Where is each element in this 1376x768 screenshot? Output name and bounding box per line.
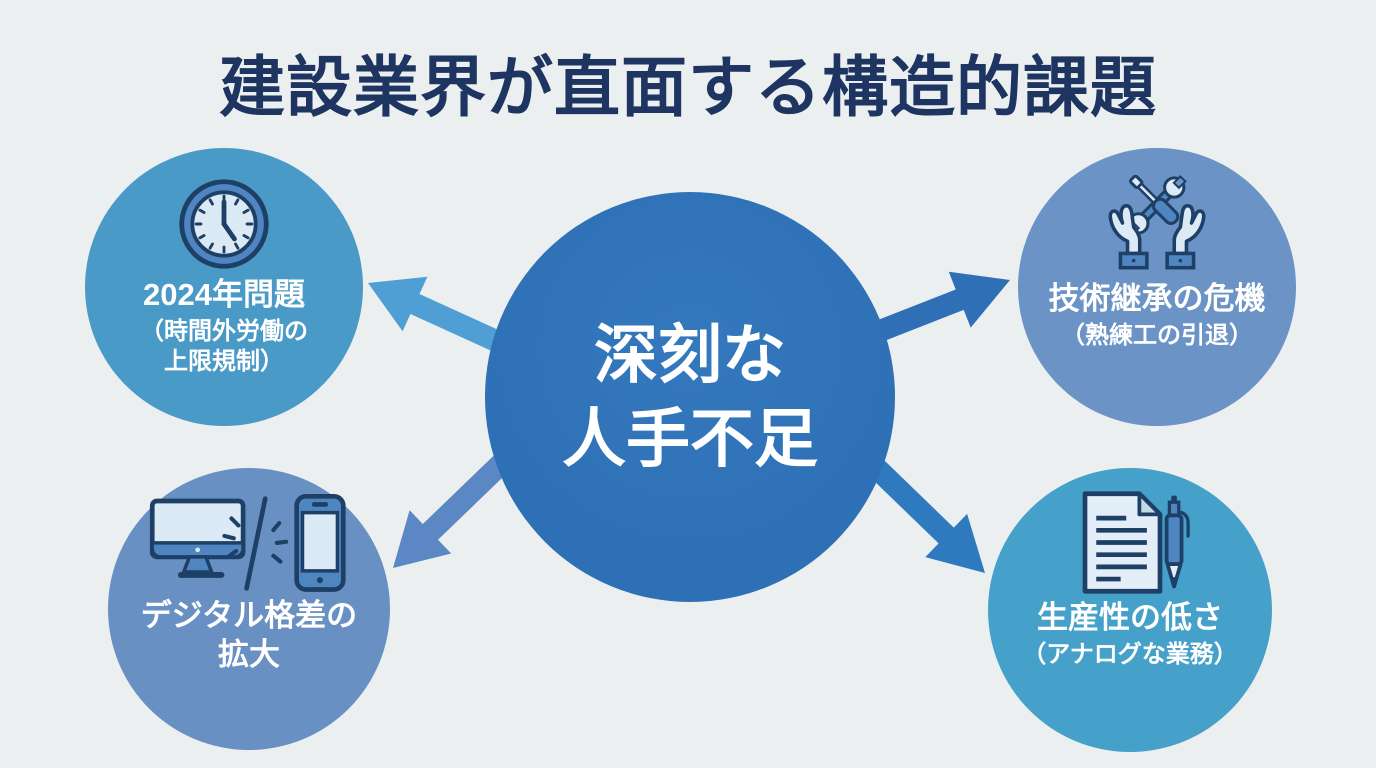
arrow-top-left <box>368 276 510 355</box>
node-skill-succession-crisis: 技術継承の危機 （熟練工の引退） <box>1018 148 1296 426</box>
document-pen-icon <box>1082 491 1190 594</box>
node-label: デジタル格差の 拡大 <box>140 598 358 672</box>
node-digital-divide: デジタル格差の 拡大 <box>108 468 390 750</box>
node-label: 技術継承の危機 <box>1048 281 1266 316</box>
devices-divide-icon <box>149 494 346 592</box>
arrow-bottom-left <box>393 450 515 568</box>
center-node-labor-shortage: 深刻な 人手不足 <box>485 192 895 602</box>
node-sublabel: （時間外労働の 上限規制） <box>140 317 308 375</box>
node-sublabel: （熟練工の引退） <box>1061 321 1253 349</box>
node-2024-problem: 2024年問題 （時間外労働の 上限規制） <box>85 148 363 426</box>
arrow-top-right <box>858 271 1010 349</box>
node-low-productivity: 生産性の低さ （アナログな業務） <box>988 468 1272 752</box>
hands-holding-tools-icon <box>1108 174 1206 270</box>
clock-icon <box>179 179 269 269</box>
node-sublabel: （アナログな業務） <box>1022 640 1238 668</box>
page-title: 建設業界が直面する構造的課題 <box>219 50 1157 124</box>
arrow-bottom-right <box>855 447 985 573</box>
center-node-label: 深刻な 人手不足 <box>562 318 818 475</box>
node-label: 生産性の低さ <box>1037 600 1223 635</box>
node-label: 2024年問題 <box>143 277 305 312</box>
